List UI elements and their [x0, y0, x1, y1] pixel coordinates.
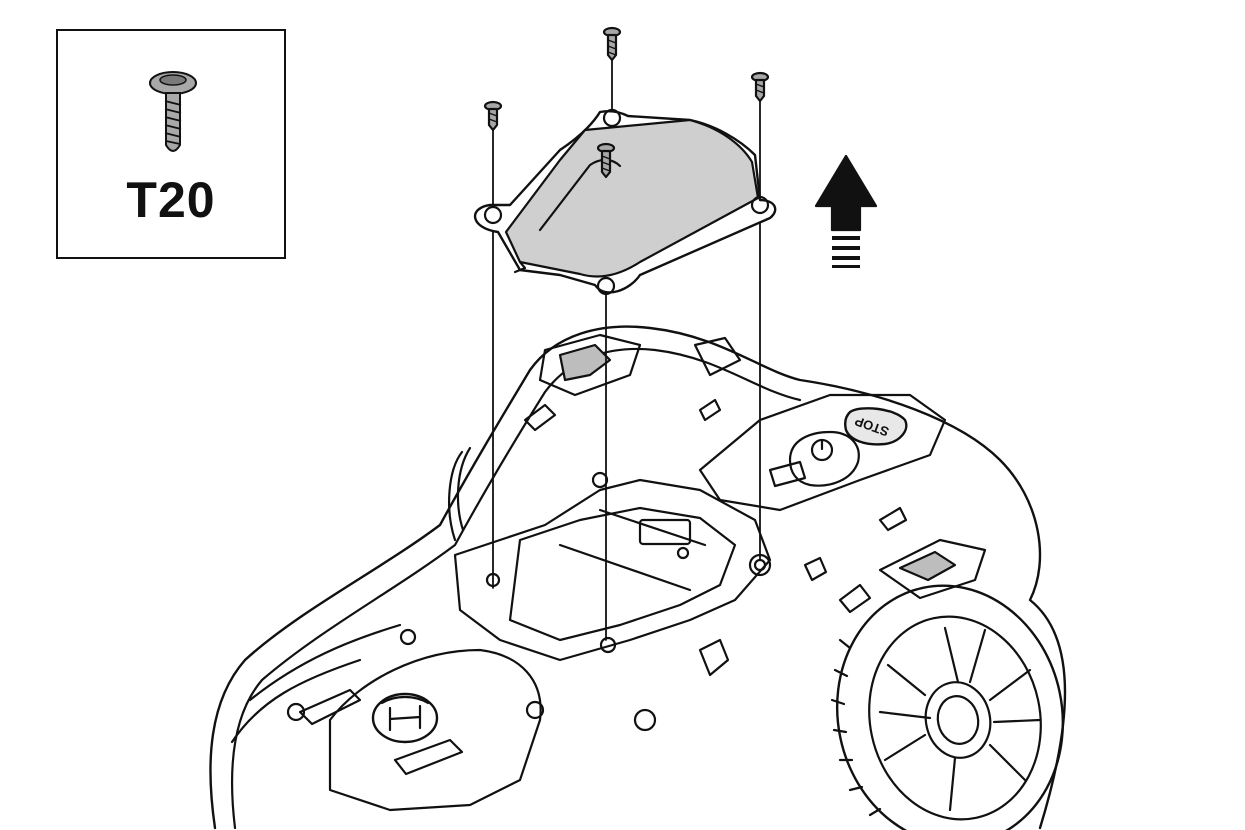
stop-button: STOP	[844, 407, 908, 446]
charging-contact-front	[538, 333, 642, 397]
charging-contact-rear	[878, 538, 987, 600]
screw-top	[602, 26, 622, 62]
robotic-mower-body: STOP	[209, 325, 1067, 830]
control-panel: STOP	[698, 393, 947, 512]
screw-left	[483, 100, 503, 132]
husqvarna-logo-icon	[371, 692, 439, 744]
power-icon	[810, 438, 834, 462]
screw-right	[750, 71, 770, 103]
torx-screw-icon	[149, 71, 197, 152]
tool-callout: T20	[56, 29, 286, 259]
cover-plate	[473, 108, 777, 296]
screw-center	[596, 142, 616, 179]
rear-wheel	[830, 584, 1065, 830]
arrow-up-icon	[814, 154, 878, 268]
tool-size-label: T20	[126, 172, 216, 228]
